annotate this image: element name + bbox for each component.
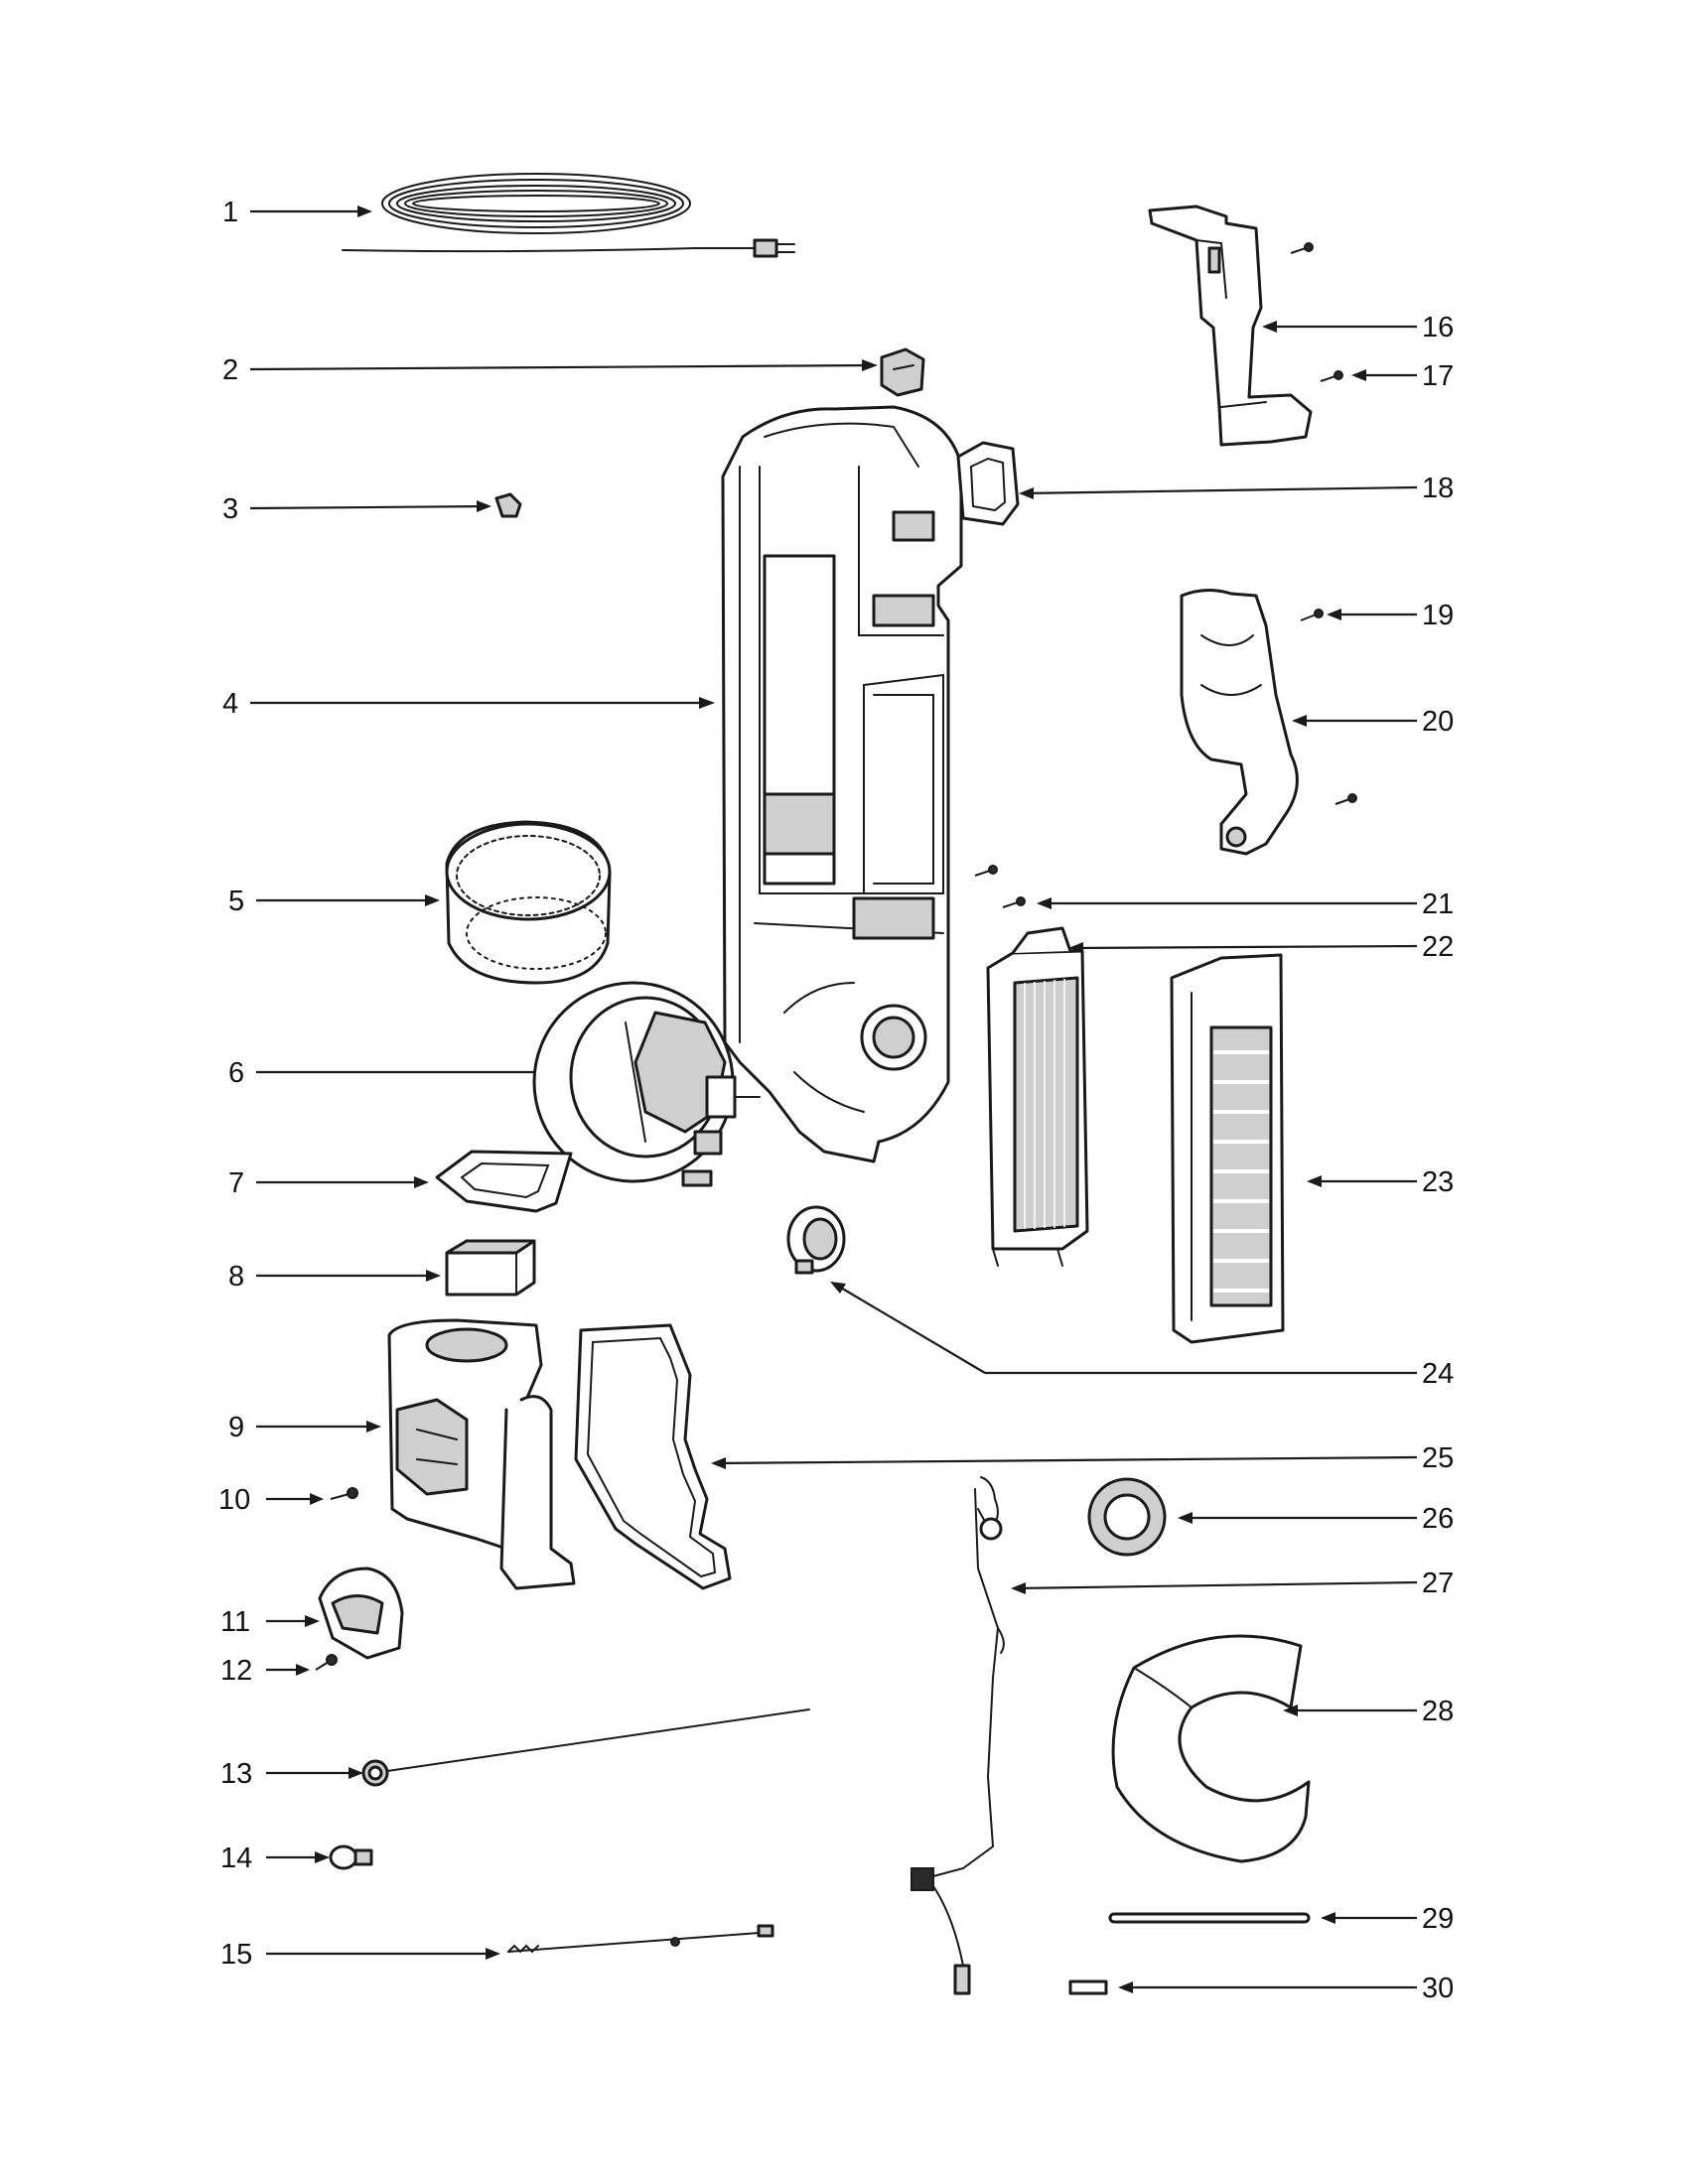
callout-22: 22 (1422, 931, 1454, 963)
callout-27: 27 (1422, 1568, 1454, 1599)
label-part (1068, 1979, 1108, 1995)
sleeve-part (1111, 1634, 1311, 1863)
gasket-18-part (956, 441, 1020, 526)
callout-15: 15 (220, 1939, 252, 1971)
hepa-filter-part (986, 926, 1089, 1267)
callout-4: 4 (222, 688, 238, 720)
screw-10-part (330, 1487, 358, 1500)
leader-22 (1071, 944, 1418, 950)
callout-21: 21 (1422, 888, 1454, 920)
callout-29: 29 (1422, 1903, 1454, 1935)
pin-part (1108, 1912, 1311, 1924)
wiring-harness-part (911, 1476, 1005, 1995)
callout-28: 28 (1422, 1696, 1454, 1727)
callout-14: 14 (220, 1843, 252, 1874)
callout-3: 3 (222, 493, 238, 525)
motor-cover-part (387, 1318, 576, 1590)
leader-lines (249, 205, 1418, 1993)
callout-18: 18 (1422, 473, 1454, 504)
plug-part (329, 1844, 373, 1870)
screw-19-part (1300, 609, 1324, 621)
screw-21-part (974, 865, 1026, 908)
callout-1: 1 (222, 197, 238, 228)
callout-25: 25 (1422, 1442, 1454, 1474)
filter-door-part (1170, 953, 1285, 1344)
switch-part (880, 347, 925, 397)
callout-9: 9 (228, 1412, 244, 1443)
screw-12-part (315, 1654, 338, 1671)
power-cord-part (342, 173, 795, 258)
leader-18 (1022, 485, 1418, 495)
callout-26: 26 (1422, 1503, 1454, 1535)
callout-2: 2 (222, 354, 238, 386)
callout-20: 20 (1422, 706, 1454, 738)
handle-body-housing-part (721, 405, 963, 1163)
callout-numbers: 1 2 3 4 5 6 7 8 9 10 11 12 13 14 15 16 1… (218, 197, 1454, 2004)
leader-2 (249, 363, 875, 371)
callout-23: 23 (1422, 1166, 1454, 1198)
callout-6: 6 (228, 1057, 244, 1089)
callout-17: 17 (1422, 360, 1454, 392)
handle-bracket-part (1148, 205, 1313, 447)
callout-30: 30 (1422, 1973, 1454, 2004)
filter-gasket-part (435, 1150, 573, 1213)
leader-3 (249, 504, 490, 510)
leader-24b (833, 1283, 986, 1374)
callout-7: 7 (228, 1167, 244, 1199)
cord-hook-screw-part (494, 492, 522, 518)
callout-16: 16 (1422, 312, 1454, 343)
foam-filter-part (445, 1239, 536, 1297)
callout-5: 5 (228, 886, 244, 917)
washer-part (1087, 1477, 1167, 1557)
hose-adapter-part (786, 1205, 846, 1275)
leader-25 (714, 1455, 1418, 1465)
callout-19: 19 (1422, 600, 1454, 631)
motor-assembly-part (532, 981, 761, 1187)
cord-hook-part (1180, 589, 1357, 856)
callout-12: 12 (220, 1655, 252, 1687)
motor-gasket-ring-part (445, 820, 612, 985)
callout-10: 10 (218, 1484, 250, 1516)
callout-8: 8 (228, 1261, 244, 1293)
callout-13: 13 (220, 1758, 252, 1790)
housing-gasket-part (574, 1323, 732, 1590)
screw-17-part (1290, 242, 1343, 382)
rod-part (361, 1708, 810, 1787)
spring-rod-part (507, 1924, 774, 1954)
callout-24: 24 (1422, 1358, 1454, 1390)
callout-11: 11 (220, 1606, 250, 1638)
leader-27 (1014, 1580, 1418, 1590)
foot-pedal-part (318, 1567, 404, 1660)
